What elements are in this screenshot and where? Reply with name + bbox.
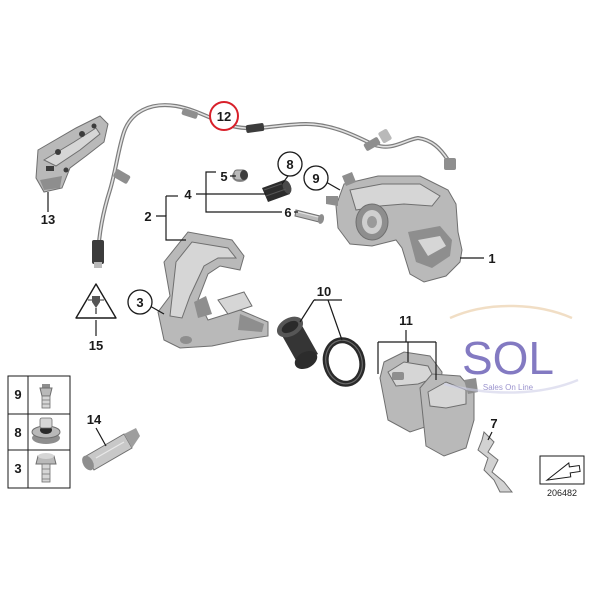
label-circle-carrier [127,289,153,315]
label-pads: 11 [399,313,413,328]
guide-boot-icon [31,417,61,444]
dust-cap-illustration [232,169,248,182]
retaining-spring-illustration [477,431,514,493]
caliper-housing-illustration [326,172,463,283]
legend-label-boot: 8 [14,425,21,440]
warning-triangle-icon [75,283,117,319]
bleeder-screw-icon [39,384,53,409]
label-cap: 5 [220,169,227,184]
legend-label-bleeder: 9 [14,387,21,402]
orientation-badge: 206482 [539,455,585,498]
doc-number: 206482 [547,488,577,498]
label-piston-seal: 10 [317,284,331,299]
label-warning: 15 [89,338,103,353]
guide-bolt-illustration [294,209,325,224]
watermark-brand: SOL [462,332,554,384]
label-carrier-set: 2 [144,209,151,224]
label-circle-bleeder [303,165,329,191]
label-guide-bolt: 6 [284,205,291,220]
leader-lines [47,124,493,447]
label-circle-boot [277,151,303,177]
sol-watermark: SOL Sales On Line [443,304,579,394]
part-number-labels: 12 8 9 3 5 4 6 2 1 13 15 10 11 7 14 9 8 … [14,109,497,476]
label-boot: 8 [286,157,293,172]
highlight-ring [209,101,239,131]
carrier-bolt-icon [35,453,57,483]
legend-label-bolt: 3 [14,461,21,476]
boot-illustration [262,180,292,202]
label-grease: 14 [87,412,102,427]
small-parts-legend [7,375,71,489]
label-spring: 7 [490,416,497,431]
caliper-carrier-illustration [157,231,269,349]
label-bracket: 13 [41,212,55,227]
bracket-illustration [35,115,109,193]
label-carrier: 3 [136,295,143,310]
piston-seal-illustration [322,337,366,387]
brake-pads-illustration [379,351,478,457]
label-guide-set: 4 [184,187,192,202]
label-caliper: 1 [488,251,495,266]
label-wear-sensor: 12 [217,109,231,124]
watermark-tagline: Sales On Line [483,383,534,392]
label-bleeder: 9 [312,171,319,186]
grease-tube-illustration [82,428,140,471]
piston-illustration [276,316,318,370]
